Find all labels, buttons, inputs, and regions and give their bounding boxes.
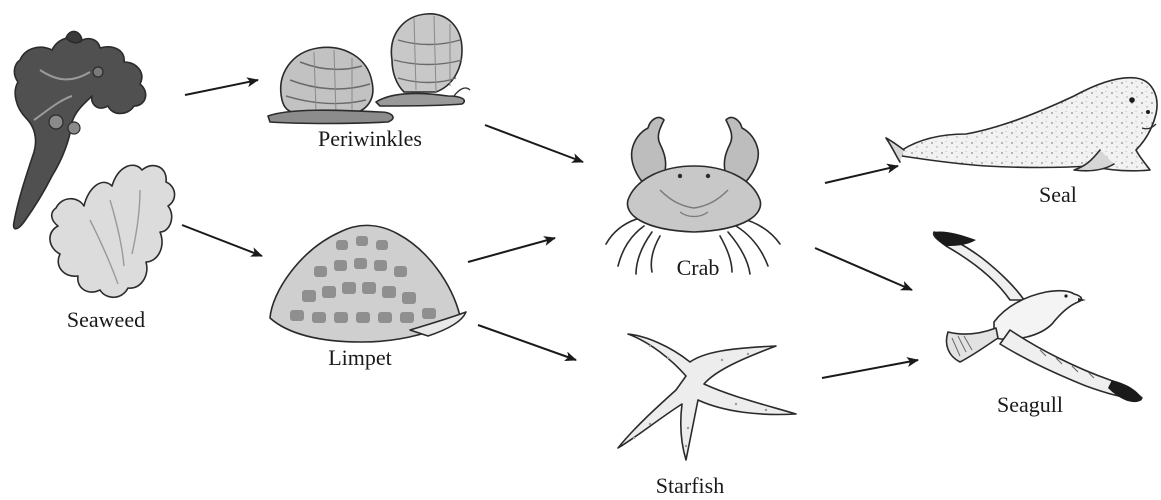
seagull-icon [934, 231, 1142, 402]
arrow-periwinkles-to-crab [485, 125, 583, 162]
starfish-icon [618, 334, 796, 460]
limpet-label: Limpet [328, 345, 392, 370]
limpet-icon [270, 225, 466, 342]
arrow-limpet-to-starfish [478, 325, 576, 360]
seaweed-icon [14, 31, 175, 297]
arrow-crab-to-seal [825, 166, 898, 183]
seaweed-label: Seaweed [67, 307, 145, 332]
seagull-label: Seagull [997, 392, 1063, 417]
seal-icon [886, 78, 1157, 171]
seal-label: Seal [1039, 182, 1077, 207]
starfish-label: Starfish [656, 473, 724, 498]
crab-label: Crab [677, 255, 720, 280]
arrows [182, 80, 918, 378]
periwinkles-icon [268, 14, 470, 124]
arrow-starfish-to-seagull [822, 360, 918, 378]
arrow-seaweed-to-limpet [182, 225, 262, 256]
crab-icon [606, 118, 780, 274]
arrow-limpet-to-crab [468, 238, 555, 262]
arrow-crab-to-seagull [815, 248, 912, 290]
arrow-seaweed-to-periwinkles [185, 80, 258, 95]
periwinkles-label: Periwinkles [318, 126, 422, 151]
